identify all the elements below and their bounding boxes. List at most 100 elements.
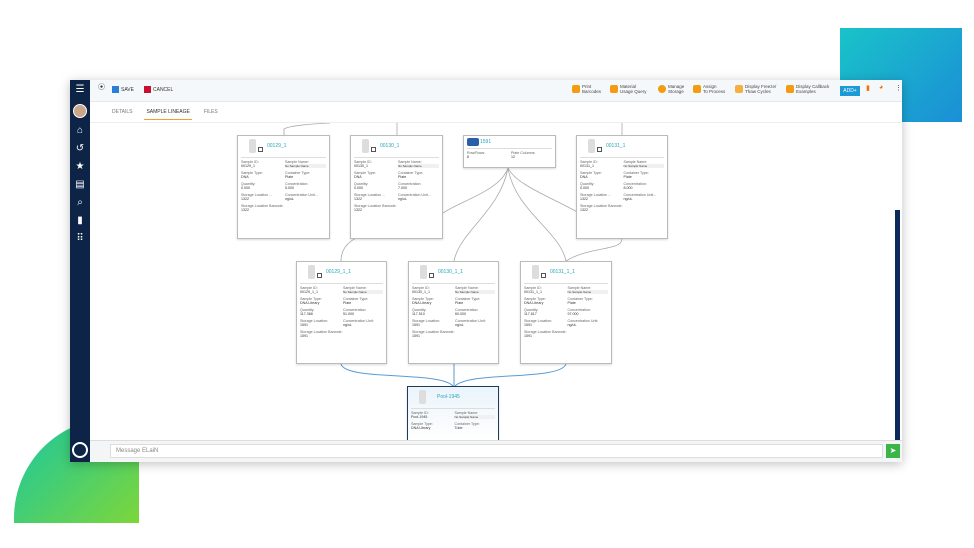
node-field: Quantity:117.368 <box>300 308 340 316</box>
expand-toggle[interactable] <box>317 273 322 278</box>
play-icon[interactable]: ⦿ <box>98 84 105 91</box>
lineage-edge <box>442 167 509 214</box>
field-label: Storage Location Barcode: <box>241 204 284 208</box>
trash-icon[interactable]: ▮ <box>866 85 870 92</box>
node-title[interactable]: 00129_1 <box>267 143 287 149</box>
book-search-icon[interactable]: ▮ <box>77 215 83 226</box>
freeze-thaw-button[interactable]: Display Freeze/Thaw Cycles <box>735 84 776 94</box>
node-title[interactable]: Pool-1945 <box>437 394 460 400</box>
node-field: Concentration Unit:ng/uL <box>455 319 495 327</box>
field-value: No Sample Name <box>454 415 495 419</box>
node-field: Sample Type:DNA <box>241 171 282 179</box>
add-button[interactable]: ADD+ <box>840 86 860 96</box>
chat-icon[interactable]: ▤ <box>75 179 85 190</box>
save-button[interactable]: SAVE <box>112 86 134 93</box>
node-field: Sample ID:Pool-1945 <box>411 411 452 419</box>
scrollbar[interactable] <box>895 210 900 440</box>
apps-icon[interactable]: ⠿ <box>76 233 84 244</box>
field-value: 00130_1_1 <box>412 290 430 294</box>
expand-toggle[interactable] <box>597 147 602 152</box>
field-label: Storage Location Barcode: <box>524 330 567 334</box>
tabs: DETAILS SAMPLE LINEAGE FILES <box>110 106 220 120</box>
node-field: Concentration:5.000 <box>285 182 326 190</box>
node-field: Sample ID:00130_1 <box>354 160 395 168</box>
field-value: Plate <box>343 301 352 305</box>
expand-toggle[interactable] <box>541 273 546 278</box>
node-title[interactable]: 00130_1 <box>380 143 400 149</box>
field-label: Sample Name: <box>285 160 309 164</box>
node-title[interactable]: 00131_1 <box>606 143 626 149</box>
field-value: ng/uL <box>567 323 577 327</box>
menu-icon[interactable]: ☰ <box>75 84 85 95</box>
home-icon[interactable]: ⌂ <box>76 125 84 136</box>
field-label: Quantity: <box>354 182 369 186</box>
field-label: Sample Name: <box>455 286 479 290</box>
node-field: Sample ID:00131_1 <box>580 160 621 168</box>
node-title[interactable]: 00130_1_1 <box>438 269 464 275</box>
field-value: 1591 <box>300 323 308 327</box>
field-value: DNA <box>354 175 362 179</box>
avatar[interactable] <box>73 104 87 118</box>
field-label: Sample ID: <box>412 286 430 290</box>
expand-toggle[interactable] <box>371 147 376 152</box>
field-value: No Sample Name <box>398 164 439 168</box>
node-field: Sample Name:No Sample Name <box>398 160 439 168</box>
tab-sample-lineage[interactable]: SAMPLE LINEAGE <box>144 106 192 120</box>
expand-toggle[interactable] <box>258 147 263 152</box>
star-icon[interactable]: ★ <box>75 161 85 172</box>
node-field: Quantity:0.000 <box>241 182 282 190</box>
node-field: Sample ID:00131_1_1 <box>524 286 565 294</box>
expand-toggle[interactable] <box>429 273 434 278</box>
field-label: Storage Location: <box>300 319 329 323</box>
pie-icon[interactable]: ◕ <box>879 84 884 91</box>
search-icon[interactable]: ⌕ <box>77 197 83 208</box>
field-label: Sample Type: <box>241 171 263 175</box>
field-label: Storage Location: <box>412 319 441 323</box>
field-value: DNA Library <box>524 301 544 305</box>
field-value: 0.000 <box>354 186 363 190</box>
history-icon[interactable]: ↺ <box>75 143 85 154</box>
message-input[interactable]: Message ELaiN <box>110 444 883 458</box>
tube-icon <box>420 265 427 279</box>
field-value: 1591 <box>300 334 308 338</box>
node-field: Storage Location ...1322 <box>354 193 395 201</box>
tab-details[interactable]: DETAILS <box>112 109 133 115</box>
node-field: Container Type:Plate <box>343 297 383 305</box>
field-label: Concentration Unit: <box>567 319 599 323</box>
sidebar: ☰ ⌂ ↺ ★ ▤ ⌕ ▮ ⠿ <box>70 80 90 462</box>
field-value: 12 <box>511 155 515 159</box>
node-field: Storage Location Barcode:1322 <box>241 204 326 212</box>
node-title[interactable]: 00131_1_1 <box>550 269 576 275</box>
node-field: Concentration Unit:ng/uL <box>343 319 383 327</box>
field-label: Sample Name: <box>343 286 367 290</box>
tab-files[interactable]: FILES <box>203 109 218 115</box>
field-value: ng/uL <box>455 323 464 327</box>
node-title[interactable]: 1591 <box>480 139 492 145</box>
node-field: Concentration Unit...ng/uL <box>398 193 439 201</box>
field-value: DNA Library <box>300 301 320 305</box>
field-value: 117.368 <box>300 312 313 316</box>
more-icon[interactable]: ⋮ <box>895 85 902 92</box>
field-value: 00131_1 <box>580 164 594 168</box>
node-title[interactable]: 00129_1_1 <box>326 269 352 275</box>
send-button[interactable]: ➤ <box>886 444 900 458</box>
cancel-button[interactable]: CANCEL <box>144 86 173 93</box>
field-value: Pool-1945 <box>411 415 428 419</box>
node-field: Concentration Unit...ng/uL <box>624 193 665 201</box>
field-label: Storage Location ... <box>241 193 273 197</box>
